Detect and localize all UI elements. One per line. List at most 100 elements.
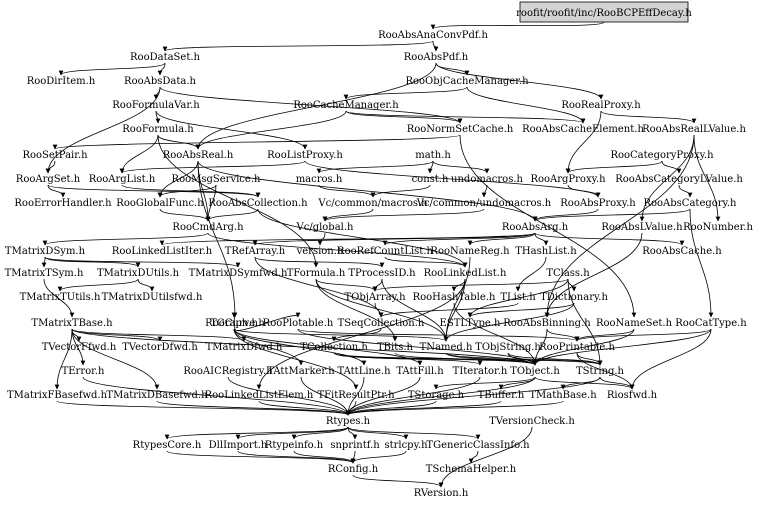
node-roocurve-h[interactable]: RooCurve.h (205, 318, 265, 329)
node-tobjarray-h[interactable]: TObjArray.h (344, 292, 406, 303)
node-rooargproxy-h[interactable]: RooArgProxy.h (530, 174, 606, 185)
node-rooplotable-h[interactable]: RooPlotable.h (263, 318, 334, 329)
node-tfitresultptr-h[interactable]: TFitResultPtr.h (317, 390, 395, 401)
node-tattfill-h[interactable]: TAttFill.h (396, 366, 444, 377)
node-rooabsarg-h[interactable]: RooAbsArg.h (502, 222, 569, 233)
node-rooglobalfunc-h[interactable]: RooGlobalFunc.h (116, 198, 204, 209)
node-tmatrixtutils-h[interactable]: TMatrixTUtils.h (20, 292, 101, 303)
node-roocachemanager-h[interactable]: RooCacheManager.h (293, 100, 399, 111)
node-roocmdarg-h[interactable]: RooCmdArg.h (172, 222, 244, 233)
node-roolinkedlist-h[interactable]: RooLinkedList.h (424, 268, 507, 279)
node-tgraph-h[interactable]: TGraph.h (210, 318, 258, 329)
node-rooabspdf-h[interactable]: RooAbsPdf.h (404, 52, 469, 63)
node-dllimport-h[interactable]: DllImport.h (209, 440, 268, 451)
node-trefarray-h[interactable]: TRefArray.h (225, 246, 286, 257)
node-tvectorffwd-h[interactable]: TVectorFfwd.h (42, 342, 117, 353)
node-strlcpy-h[interactable]: strlcpy.h (384, 440, 428, 451)
node-tmatrixtsym-h[interactable]: TMatrixTSym.h (5, 268, 84, 279)
node-snprintf-h[interactable]: snprintf.h (330, 440, 380, 451)
node-rtypeinfo-h[interactable]: Rtypeinfo.h (265, 440, 324, 451)
node-tvectordfwd-h[interactable]: TVectorDfwd.h (122, 342, 198, 353)
node-roohashtable-h[interactable]: RooHashTable.h (413, 292, 496, 303)
node-roonumber-h[interactable]: RooNumber.h (683, 222, 753, 233)
node-rooarglist-h[interactable]: RooArgList.h (89, 174, 156, 185)
node-roocategoryproxy-h[interactable]: RooCategoryProxy.h (610, 150, 714, 161)
node-roorealproxy-h[interactable]: RooRealProxy.h (561, 100, 641, 111)
node-rooobjcachemanager-h[interactable]: RooObjCacheManager.h (405, 76, 529, 87)
node-roorefcountlist-h[interactable]: RooRefCountList.h (337, 246, 433, 257)
node-tseqcollection-h[interactable]: TSeqCollection.h (338, 318, 425, 329)
node-tdictionary-h[interactable]: TDictionary.h (540, 292, 608, 303)
node-tmatrixdsym-h[interactable]: TMatrixDSym.h (5, 246, 86, 257)
node-rooabsreallvalue-h[interactable]: RooAbsRealLValue.h (642, 124, 746, 135)
node-tmatrixtbase-h[interactable]: TMatrixTBase.h (31, 318, 113, 329)
node-tclass-h[interactable]: TClass.h (546, 268, 590, 279)
node-riosfwd-h[interactable]: Riosfwd.h (607, 390, 658, 401)
node-rooformula-h[interactable]: RooFormula.h (122, 124, 194, 135)
node-rooabsreal-h[interactable]: RooAbsReal.h (163, 150, 234, 161)
node-roodiritem-h[interactable]: RooDirItem.h (27, 76, 96, 87)
node-tprocessid-h[interactable]: TProcessID.h (348, 268, 416, 279)
node-roonormsetcache-h[interactable]: RooNormSetCache.h (407, 124, 514, 135)
node-rooabscategorylvalue-h[interactable]: RooAbsCategoryLValue.h (615, 174, 743, 185)
node-tattline-h[interactable]: TAttLine.h (337, 366, 391, 377)
node-rooargset-h[interactable]: RooArgSet.h (16, 174, 81, 185)
node-vc-global-h[interactable]: Vc/global.h (296, 222, 355, 233)
root-node[interactable]: roofit/roofit/inc/RooBCPEffDecay.h (516, 1, 692, 23)
node-titerator-h[interactable]: TIterator.h (453, 366, 508, 377)
node-rooabscache-h[interactable]: RooAbsCache.h (642, 246, 722, 257)
node-tmathbase-h[interactable]: TMathBase.h (529, 390, 597, 401)
node-rtypes-h[interactable]: Rtypes.h (326, 416, 371, 427)
node-tmatrixdfwd-h[interactable]: TMatrixDfwd.h (206, 342, 283, 353)
node-roomsgservice-h[interactable]: RooMsgService.h (172, 174, 261, 185)
node-rtypescore-h[interactable]: RtypesCore.h (133, 440, 202, 451)
node-rooerrorhandler-h[interactable]: RooErrorHandler.h (14, 198, 112, 209)
node-rconfig-h[interactable]: RConfig.h (328, 464, 379, 475)
node-roolistproxy-h[interactable]: RooListProxy.h (267, 150, 343, 161)
node-vc-common-undomacros-h[interactable]: Vc/common/undomacros.h (416, 198, 552, 209)
node-tbuffer-h[interactable]: TBuffer.h (478, 390, 525, 401)
node-rooabscacheelement-h[interactable]: RooAbsCacheElement.h (522, 124, 644, 135)
node-macros-h[interactable]: macros.h (296, 174, 343, 185)
node-rooaicregistry-h[interactable]: RooAICRegistry.h (183, 366, 273, 377)
node-tobjstring-h[interactable]: TObjString.h (475, 342, 541, 353)
node-math-h[interactable]: math.h (415, 150, 451, 161)
node-undomacros-h[interactable]: undomacros.h (451, 174, 523, 185)
node-tstorage-h[interactable]: TStorage.h (408, 390, 465, 401)
node-rooformulavar-h[interactable]: RooFormulaVar.h (112, 100, 200, 111)
node-rooabscategory-h[interactable]: RooAbsCategory.h (643, 198, 737, 209)
node-terror-h[interactable]: TError.h (62, 366, 105, 377)
node-rooabscollection-h[interactable]: RooAbsCollection.h (208, 198, 308, 209)
node-rooabsbinning-h[interactable]: RooAbsBinning.h (503, 318, 591, 329)
node-roonameset-h[interactable]: RooNameSet.h (596, 318, 673, 329)
node-tmatrixdutilsfwd-h[interactable]: TMatrixDUtilsfwd.h (102, 292, 203, 303)
node-rooabsproxy-h[interactable]: RooAbsProxy.h (560, 198, 636, 209)
node-roonamereg-h[interactable]: RooNameReg.h (430, 246, 510, 257)
node-tgenericclassinfo-h[interactable]: TGenericClassInfo.h (426, 440, 530, 451)
node-tnamed-h[interactable]: TNamed.h (420, 342, 473, 353)
node-tmatrixfbasefwd-h[interactable]: TMatrixFBasefwd.h (7, 390, 108, 401)
node-roocattype-h[interactable]: RooCatType.h (675, 318, 747, 329)
node-tbits-h[interactable]: TBits.h (377, 342, 414, 353)
node-version-h[interactable]: version.h (296, 246, 344, 257)
node-const-h[interactable]: const.h (412, 174, 449, 185)
node-tmatrixdbasefwd-h[interactable]: TMatrixDBasefwd.h (106, 390, 208, 401)
node-rooabslvalue-h[interactable]: RooAbsLValue.h (601, 222, 683, 233)
node-tcollection-h[interactable]: TCollection.h (300, 342, 368, 353)
node-rooabsdata-h[interactable]: RooAbsData.h (124, 76, 196, 87)
node-thashlist-h[interactable]: THashList.h (515, 246, 577, 257)
node-tformula-h[interactable]: TFormula.h (287, 268, 346, 279)
node-estltype-h[interactable]: ESTLType.h (440, 318, 501, 329)
node-tstring-h[interactable]: TString.h (576, 366, 625, 377)
node-tlist-h[interactable]: TList.h (500, 292, 536, 303)
node-rversion-h[interactable]: RVersion.h (414, 488, 469, 499)
node-tversioncheck-h[interactable]: TVersionCheck.h (489, 416, 575, 427)
node-tmatrixdsymfwd-h[interactable]: TMatrixDSymfwd.h (189, 268, 288, 279)
node-tobject-h[interactable]: TObject.h (510, 366, 560, 377)
node-tattmarker-h[interactable]: TAttMarker.h (267, 366, 335, 377)
node-vc-common-macros-h[interactable]: Vc/common/macros.h (317, 198, 428, 209)
node-roosetpair-h[interactable]: RooSetPair.h (22, 150, 88, 161)
node-tschemahelper-h[interactable]: TSchemaHelper.h (426, 464, 517, 475)
node-rooabsanaconvpdf-h[interactable]: RooAbsAnaConvPdf.h (378, 30, 488, 41)
node-tmatrixdutils-h[interactable]: TMatrixDUtils.h (97, 268, 180, 279)
